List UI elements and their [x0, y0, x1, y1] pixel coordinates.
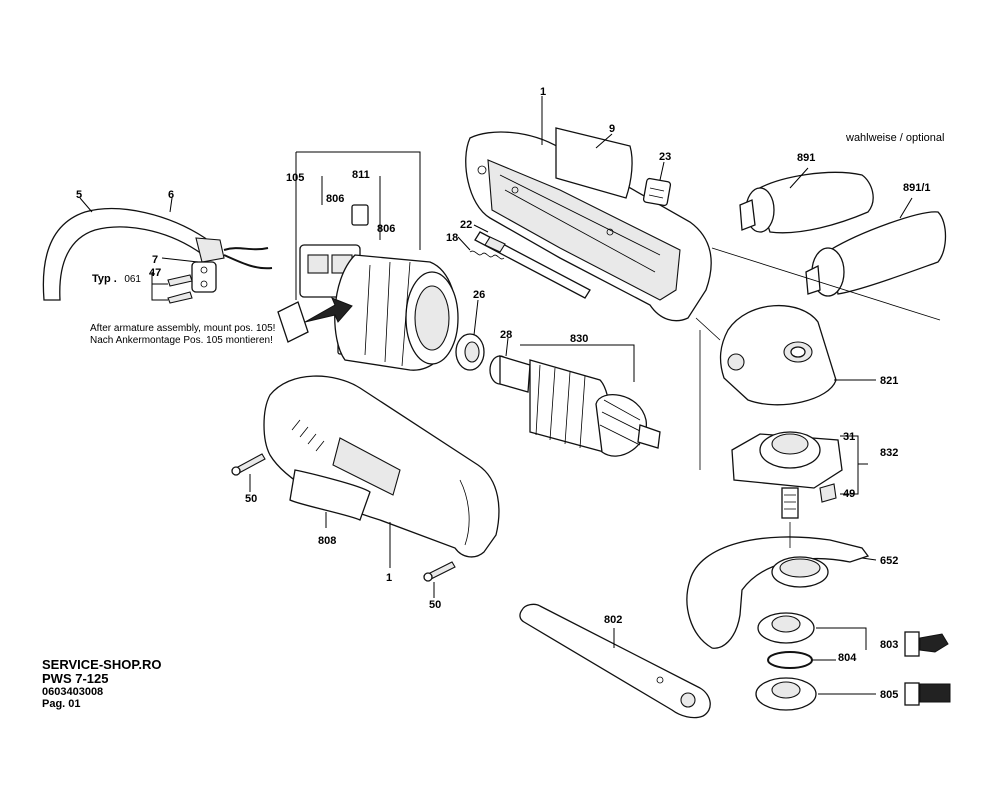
assembly-bracket-811: [295, 151, 421, 300]
label-7: 7: [152, 254, 158, 266]
label-811: 811: [352, 169, 370, 181]
label-652: 652: [880, 555, 898, 567]
bearing-26: [455, 299, 485, 371]
armature: [489, 337, 661, 457]
screws-50: [231, 453, 456, 598]
page-number: Pag. 01: [42, 698, 81, 710]
optional-label: wahlweise / optional: [845, 132, 944, 144]
assembly-note-de: Nach Ankermontage Pos. 105 montieren!: [90, 335, 273, 346]
label-49: 49: [843, 488, 855, 500]
type-value: 061: [124, 274, 141, 285]
label-47: 47: [149, 267, 161, 279]
type-note: Typ . 061: [92, 269, 141, 286]
model-name: PWS 7-125: [42, 671, 109, 686]
label-5: 5: [76, 189, 82, 201]
footer-info: SERVICE-SHOP.RO PWS 7-125 0603403008 Pag…: [42, 657, 262, 711]
part-number: 0603403008: [42, 686, 104, 698]
shop-name: SERVICE-SHOP.RO: [42, 657, 162, 672]
gear-housing: [695, 304, 876, 470]
wheel-guard: [686, 522, 877, 649]
label-891: 891: [797, 152, 815, 164]
label-6: 6: [168, 189, 174, 201]
label-28: 28: [500, 329, 512, 341]
spanner-wrench: [519, 603, 711, 719]
switch-parts: [457, 127, 672, 299]
label-891-1: 891/1: [903, 182, 931, 194]
flanges: [755, 612, 951, 711]
label-821: 821: [880, 375, 898, 387]
label-26: 26: [473, 289, 485, 301]
label-806-a: 806: [326, 193, 344, 205]
label-806-b: 806: [377, 223, 395, 235]
upper-housing: [465, 96, 712, 322]
label-50-a: 50: [245, 493, 257, 505]
label-1-bottom: 1: [386, 572, 392, 584]
label-803: 803: [880, 639, 898, 651]
field-stator: [277, 204, 459, 371]
label-22: 22: [460, 219, 472, 231]
label-23: 23: [659, 151, 671, 163]
label-832: 832: [880, 447, 898, 459]
assembly-note-en: After armature assembly, mount pos. 105!: [90, 323, 275, 334]
cable-clamp: [151, 257, 217, 304]
label-31: 31: [843, 431, 855, 443]
label-802: 802: [604, 614, 622, 626]
type-prefix: Typ .: [92, 273, 117, 285]
label-105: 105: [286, 172, 304, 184]
rating-label: [289, 469, 371, 528]
label-18: 18: [446, 232, 458, 244]
label-9: 9: [609, 123, 615, 135]
lower-housing: [263, 375, 500, 568]
label-804: 804: [838, 652, 857, 664]
label-50-b: 50: [429, 599, 441, 611]
gear-flange: [731, 431, 868, 519]
auxiliary-handles: [711, 167, 947, 321]
label-808: 808: [318, 535, 336, 547]
part-labels: wahlweise / optional 1 9 23 891 891/1 81…: [76, 86, 944, 701]
label-805: 805: [880, 689, 898, 701]
power-cord: [42, 197, 273, 301]
label-1-top: 1: [540, 86, 546, 98]
label-830: 830: [570, 333, 588, 345]
